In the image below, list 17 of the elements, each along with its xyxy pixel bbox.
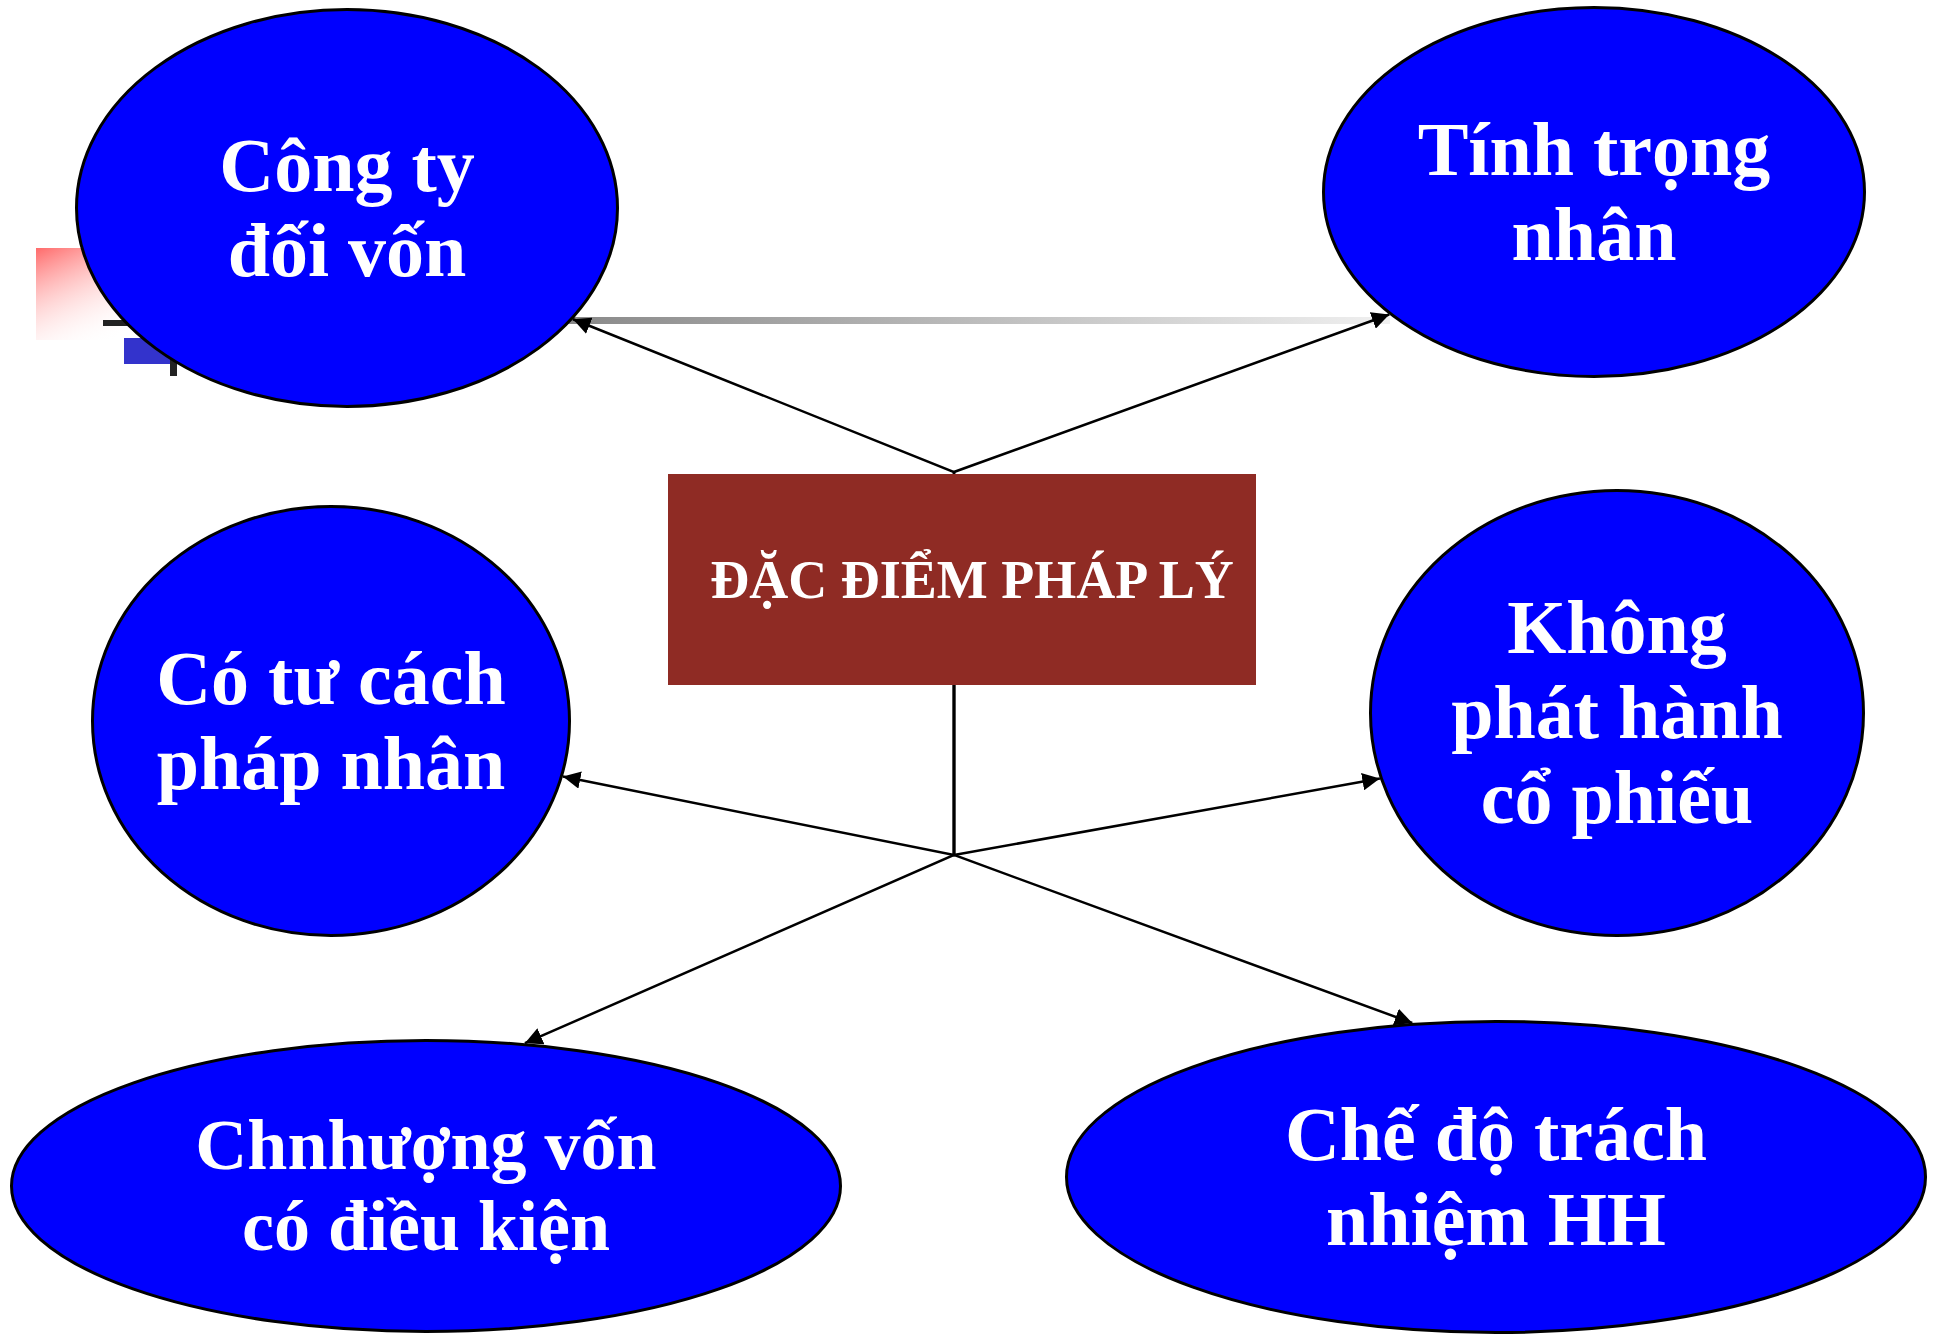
arrow	[952, 685, 1413, 1026]
ellipse-node	[10, 1039, 842, 1333]
ellipse-node	[75, 8, 619, 408]
title-box	[668, 474, 1256, 685]
node-label: Không phát hành cổ phiếu	[1450, 585, 1784, 841]
node-label: Có tư cách pháp nhân	[155, 635, 507, 807]
ellipse-node	[1369, 489, 1865, 937]
node-label: Tính trọng nhân	[1416, 106, 1772, 278]
node-label: ĐẶC ĐIỂM PHÁP LÝ	[709, 549, 1235, 610]
ellipse-node	[1065, 1020, 1927, 1334]
arrow	[952, 312, 1390, 475]
ellipse-node	[1322, 6, 1866, 378]
node-label: Công ty đối vốn	[218, 122, 476, 294]
node-label: Chnhượng vốn có điều kiện	[194, 1105, 658, 1267]
node-label: Chế độ trách nhiệm HH	[1283, 1091, 1709, 1263]
ellipse-node	[91, 505, 571, 937]
arrow	[572, 317, 956, 475]
